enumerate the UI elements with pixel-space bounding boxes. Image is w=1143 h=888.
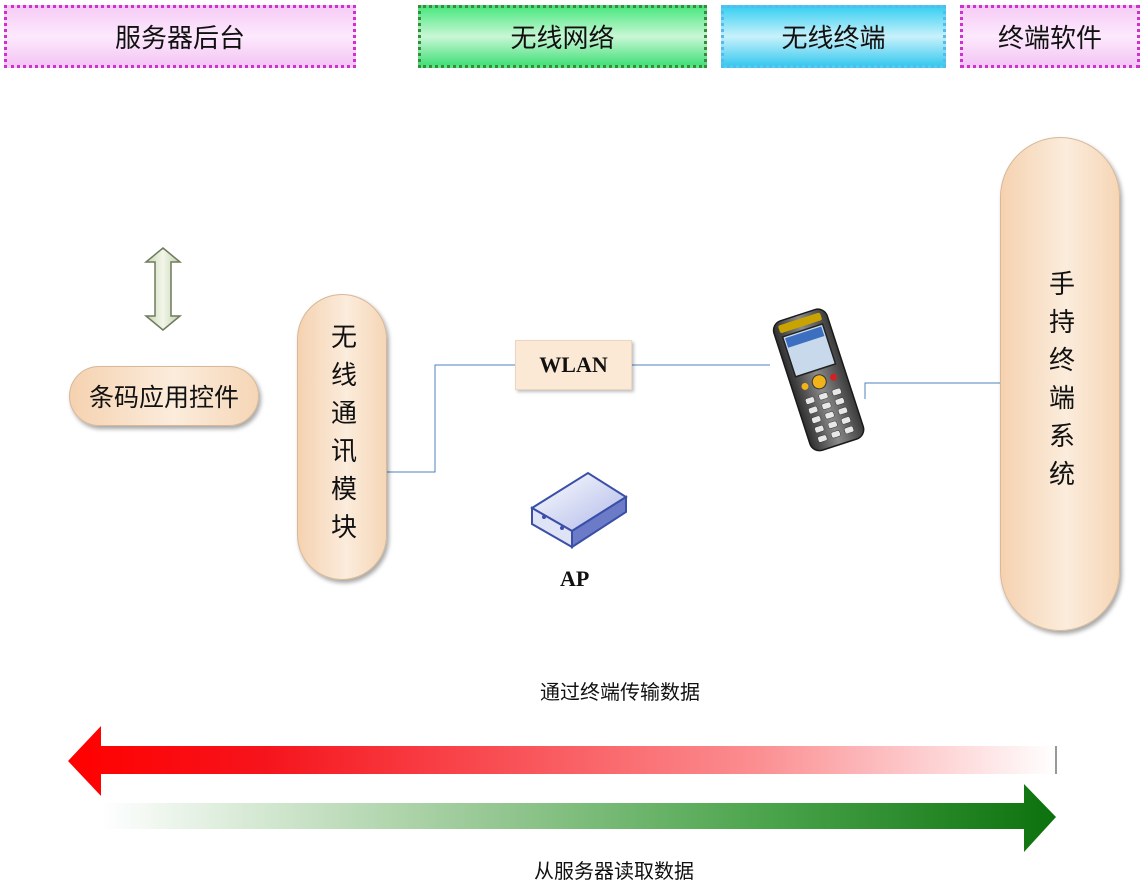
wlan-node: WLAN [515,340,632,390]
header-wireless-terminal-label: 无线终端 [781,24,886,54]
header-wireless-network-label: 无线网络 [510,24,615,54]
terminal-to-system-line [864,382,1000,399]
ap-label: AP [560,566,590,591]
double-arrow-icon [143,247,183,331]
header-wireless-terminal: 无线终端 [721,5,946,68]
barcode-control-label: 条码应用控件 [88,383,239,412]
header-terminal-software: 终端软件 [960,5,1140,68]
header-terminal-software-label: 终端软件 [997,24,1102,54]
wireless-module-node: 无线通讯模块 [297,294,387,580]
handheld-system-label: 手持终端系统 [1044,270,1075,498]
download-caption: 从服务器读取数据 [534,859,694,883]
download-flow-arrow [101,784,1056,852]
handheld-terminal-icon [772,308,865,452]
module-to-wlan-line [387,364,515,473]
header-wireless-network: 无线网络 [418,5,707,68]
wireless-module-label: 无线通讯模块 [326,323,357,551]
connector-lines [387,364,1000,473]
handheld-system-node: 手持终端系统 [1000,137,1120,631]
upload-caption: 通过终端传输数据 [540,680,700,704]
wlan-label: WLAN [539,352,608,377]
access-point-icon [530,471,628,549]
header-server-backend-label: 服务器后台 [114,24,245,54]
barcode-control-node: 条码应用控件 [69,366,259,426]
header-server-backend: 服务器后台 [4,5,356,68]
upload-flow-arrow [68,726,1057,796]
